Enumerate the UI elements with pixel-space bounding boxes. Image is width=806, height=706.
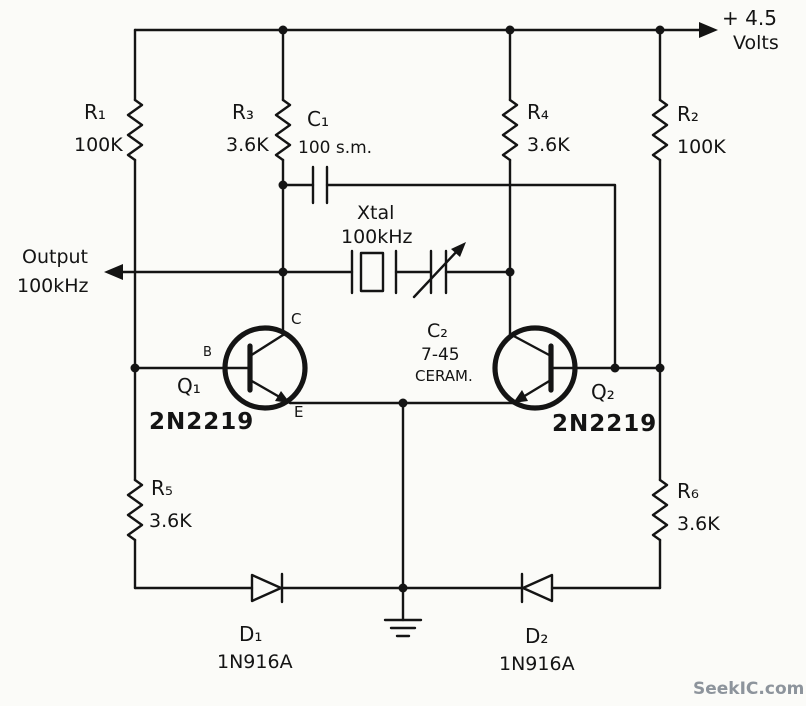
diode-d1-symbol	[250, 572, 284, 604]
c1-name-label: C₁	[307, 107, 329, 131]
supply-label-line2: Volts	[733, 32, 779, 54]
q2-name-label: Q₂	[591, 380, 615, 404]
junction-dots	[130, 25, 665, 593]
q1-collector-lead	[248, 333, 285, 358]
d2-triangle	[521, 573, 554, 603]
r2-value-label: 100K	[677, 136, 726, 158]
junction-dot	[398, 583, 408, 593]
output-arrow-icon	[104, 264, 123, 280]
d1-name-label: D₁	[239, 622, 262, 646]
q2-part-label: 2N2219	[552, 411, 657, 437]
r3-name-label: R₃	[232, 100, 254, 124]
r4-name-label: R₄	[527, 100, 549, 124]
watermark-label: SeekIC.com	[693, 679, 804, 699]
ground-icon	[383, 618, 423, 638]
c2-kind-label: CERAM.	[415, 367, 473, 385]
q1-body-circle	[222, 325, 308, 411]
supply-arrow-icon	[699, 22, 718, 38]
q2-emitter-arrow-icon	[513, 390, 528, 403]
r3-value-label: 3.6K	[226, 134, 269, 156]
resistor-r6-symbol	[651, 478, 669, 542]
d1-part-label: 1N916A	[217, 651, 293, 673]
xtal-name-label: Xtal	[357, 202, 394, 224]
q1-emitter-arrow-icon	[275, 391, 290, 403]
r5-name-label: R₅	[151, 476, 173, 500]
resistor-r2-symbol	[651, 98, 669, 162]
junction-dot	[655, 363, 665, 373]
c1-value-label: 100 s.m.	[298, 138, 372, 158]
capacitor-c2-trimmer-arrow-line	[412, 247, 461, 299]
r5-value-label: 3.6K	[149, 510, 192, 532]
junction-dot	[130, 363, 140, 373]
r6-value-label: 3.6K	[677, 513, 720, 535]
junction-dot	[505, 267, 515, 277]
q1-pin-b-label: B	[203, 345, 212, 360]
resistor-r4-symbol	[501, 98, 519, 162]
resistor-r1-symbol	[126, 98, 144, 162]
d1-triangle	[250, 573, 283, 603]
resistor-r3-symbol	[274, 98, 292, 162]
q1-part-label: 2N2219	[149, 409, 254, 435]
r4-value-label: 3.6K	[527, 134, 570, 156]
capacitor-c2-symbol	[429, 249, 448, 295]
capacitor-c1-symbol	[311, 165, 329, 205]
d2-part-label: 1N916A	[499, 653, 575, 675]
d2-name-label: D₂	[525, 624, 548, 648]
supply-label-line1: + 4.5	[722, 6, 777, 30]
capacitor-c2-trimmer-arrow-icon	[451, 242, 466, 257]
q2-body-circle	[492, 325, 578, 411]
q1-pin-e-label: E	[294, 403, 303, 421]
resistor-r5-symbol	[126, 478, 144, 542]
transistor-q2-symbol	[492, 325, 578, 411]
q1-name-label: Q₁	[177, 374, 201, 398]
output-label-line1: Output	[22, 246, 88, 268]
c2-name-label: C₂	[427, 320, 448, 342]
transistor-q1-symbol	[222, 325, 308, 411]
output-label-line2: 100kHz	[17, 275, 89, 297]
r2-name-label: R₂	[677, 102, 699, 126]
junction-dot	[398, 398, 408, 408]
r1-value-label: 100K	[74, 134, 123, 156]
q2-collector-lead	[508, 332, 553, 358]
r1-name-label: R₁	[84, 100, 106, 124]
xtal-value-label: 100kHz	[341, 226, 413, 248]
junction-dot	[610, 363, 620, 373]
crystal-plates	[350, 249, 398, 295]
diode-d2-symbol	[520, 572, 554, 604]
junction-dot	[278, 180, 288, 190]
junction-dot	[505, 25, 515, 35]
c1-coupling-wire	[281, 183, 617, 370]
q1-pin-c-label: C	[291, 310, 301, 328]
crystal-body	[359, 251, 385, 293]
junction-dot	[655, 25, 665, 35]
r6-name-label: R₆	[677, 479, 699, 503]
junction-dot	[278, 25, 288, 35]
c2-value-label: 7-45	[421, 345, 460, 365]
junction-dot	[278, 267, 288, 277]
